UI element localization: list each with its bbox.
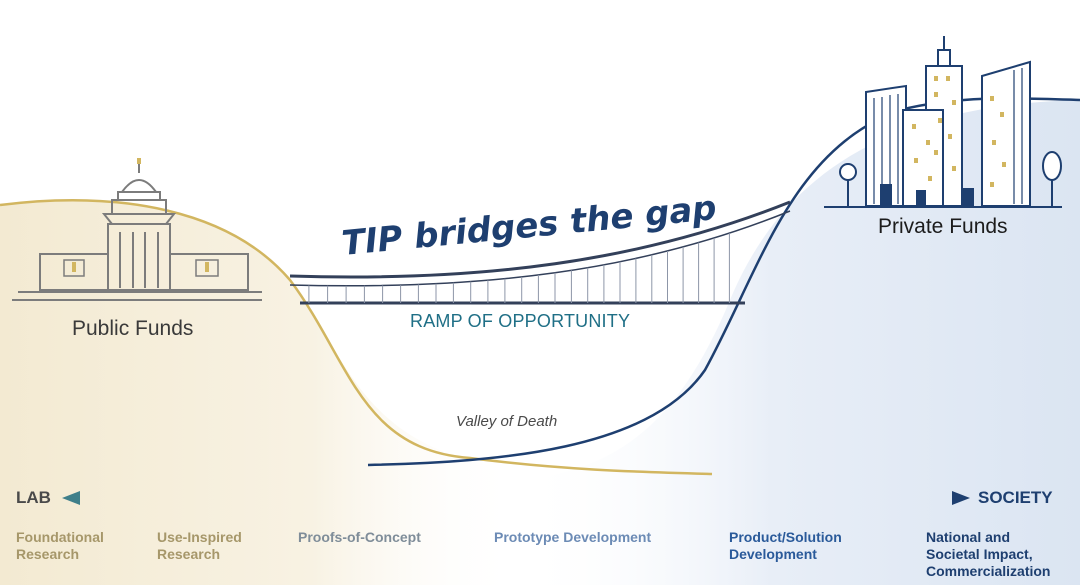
stage-line: Development — [729, 546, 817, 562]
stage-line: Prototype Development — [494, 529, 652, 545]
stage-product-solution-development: Product/Solution Development — [729, 529, 842, 563]
public-funds-hill — [0, 200, 520, 585]
private-funds-curve — [367, 97, 1080, 467]
stage-line: Research — [16, 546, 80, 562]
private-funds-hill — [520, 100, 1080, 585]
bridge — [289, 200, 791, 305]
stage-national-societal-impact: National and Societal Impact, Commercial… — [926, 529, 1050, 580]
lab-society-arrow — [62, 491, 970, 505]
public-funds-curve — [0, 199, 713, 476]
stage-proofs-of-concept: Proofs-of-Concept — [298, 529, 421, 546]
ramp-of-opportunity-label: RAMP OF OPPORTUNITY — [410, 311, 631, 331]
stage-foundational-research: Foundational Research — [16, 529, 104, 563]
stage-line: National and — [926, 529, 1011, 545]
stage-use-inspired-research: Use-Inspired Research — [157, 529, 242, 563]
stage-line: Societal Impact, — [926, 546, 1033, 562]
capitol-building-icon — [12, 160, 262, 301]
stage-line: Use-Inspired — [157, 529, 242, 545]
stage-line: Proofs-of-Concept — [298, 529, 421, 545]
society-label: SOCIETY — [978, 488, 1053, 507]
private-funds-label: Private Funds — [878, 215, 1008, 238]
stage-line: Commercialization — [926, 563, 1051, 579]
stage-line: Product/Solution — [729, 529, 842, 545]
skyline-windows — [912, 76, 1006, 187]
stage-line: Foundational — [16, 529, 104, 545]
skyline-doors — [880, 184, 974, 206]
valley-of-death-label: Valley of Death — [456, 413, 558, 430]
stage-prototype-development: Prototype Development — [494, 529, 651, 546]
stage-line: Research — [157, 546, 221, 562]
city-skyline-icon — [824, 36, 1062, 208]
lab-label: LAB — [16, 488, 51, 507]
capitol-accents — [72, 158, 209, 272]
public-funds-label: Public Funds — [72, 317, 194, 340]
